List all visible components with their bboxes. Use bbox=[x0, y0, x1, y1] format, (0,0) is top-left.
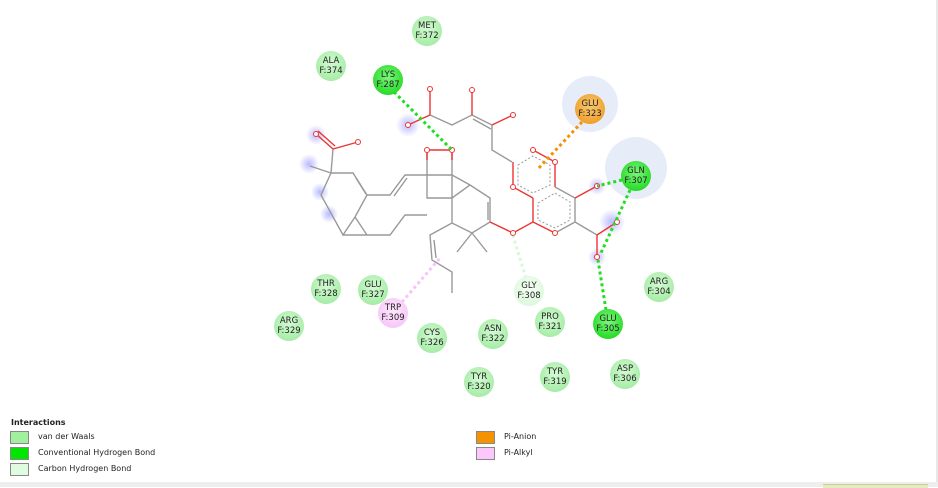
pi-alkyl-trp309 bbox=[400, 257, 442, 303]
residue-id: F:327 bbox=[361, 290, 385, 300]
residue-name: CYS bbox=[423, 328, 441, 338]
residue-name: LYS bbox=[380, 70, 396, 80]
legend-swatch-hbond bbox=[10, 447, 29, 460]
hbond-glu305 bbox=[596, 259, 608, 311]
window-border bbox=[936, 0, 938, 482]
residue-id: F:374 bbox=[319, 66, 343, 76]
residue-name: ARG bbox=[279, 316, 299, 326]
oxygen-atoms bbox=[313, 86, 620, 260]
residue-id: F:323 bbox=[578, 109, 602, 119]
residue-id: F:326 bbox=[420, 338, 444, 348]
residue-name: PRO bbox=[541, 312, 559, 322]
residue-name: GLU bbox=[599, 314, 617, 324]
residue-id: F:308 bbox=[517, 291, 541, 301]
residue-id: F:319 bbox=[543, 377, 567, 387]
residue-id: F:287 bbox=[376, 80, 400, 90]
residue-name: ASP bbox=[616, 364, 634, 374]
residue-name: GLY bbox=[521, 281, 537, 291]
residue-id: F:322 bbox=[481, 334, 505, 344]
legend-label-pi-anion: Pi-Anion bbox=[504, 432, 537, 441]
interaction-lines bbox=[392, 90, 632, 311]
residue-name: TRP bbox=[384, 303, 402, 313]
residue-name: ALA bbox=[322, 56, 340, 66]
residue-id: F:329 bbox=[277, 326, 301, 336]
legend-label-vdw: van der Waals bbox=[38, 432, 95, 441]
residue-name: TYR bbox=[546, 367, 564, 377]
residue-name: ASN bbox=[484, 324, 502, 334]
residue-id: F:306 bbox=[613, 374, 637, 384]
hbond-gln307-oh bbox=[596, 178, 623, 188]
legend-swatch-vdw bbox=[10, 431, 29, 444]
residue-id: F:305 bbox=[596, 324, 620, 334]
residue-id: F:320 bbox=[467, 382, 491, 392]
residue-id: F:309 bbox=[381, 313, 405, 323]
legend-label-pi-alkyl: Pi-Alkyl bbox=[504, 448, 533, 457]
residue-name: TYR bbox=[470, 372, 488, 382]
ch-bond-gly308 bbox=[511, 235, 528, 279]
legend-title: Interactions bbox=[11, 418, 66, 427]
residue-name: GLN bbox=[627, 166, 645, 176]
residue-id: F:372 bbox=[415, 31, 439, 41]
legend-label-ch-bond: Carbon Hydrogen Bond bbox=[38, 464, 132, 473]
atom-halos bbox=[299, 113, 625, 266]
residue-name: MET bbox=[418, 21, 436, 31]
residue-name: THR bbox=[317, 279, 335, 289]
residue-id: F:321 bbox=[538, 322, 562, 332]
aromatic-rings bbox=[517, 155, 571, 229]
hbond-lys287 bbox=[392, 90, 454, 152]
bonds bbox=[309, 114, 598, 293]
status-indicator bbox=[823, 484, 928, 488]
residue-name: ARG bbox=[649, 277, 669, 287]
legend-label-hbond: Conventional Hydrogen Bond bbox=[38, 448, 156, 457]
residue-id: F:328 bbox=[314, 289, 338, 299]
residue-id: F:307 bbox=[624, 176, 648, 186]
residue-name: GLU bbox=[364, 280, 382, 290]
status-bar bbox=[0, 482, 938, 487]
residue-name: GLU bbox=[581, 99, 599, 109]
pi-anion-glu323 bbox=[535, 120, 584, 172]
residue-id: F:304 bbox=[647, 287, 671, 297]
legend-swatch-ch-bond bbox=[10, 463, 29, 476]
legend-swatch-pi-anion bbox=[476, 431, 495, 444]
legend-swatch-pi-alkyl bbox=[476, 447, 495, 460]
